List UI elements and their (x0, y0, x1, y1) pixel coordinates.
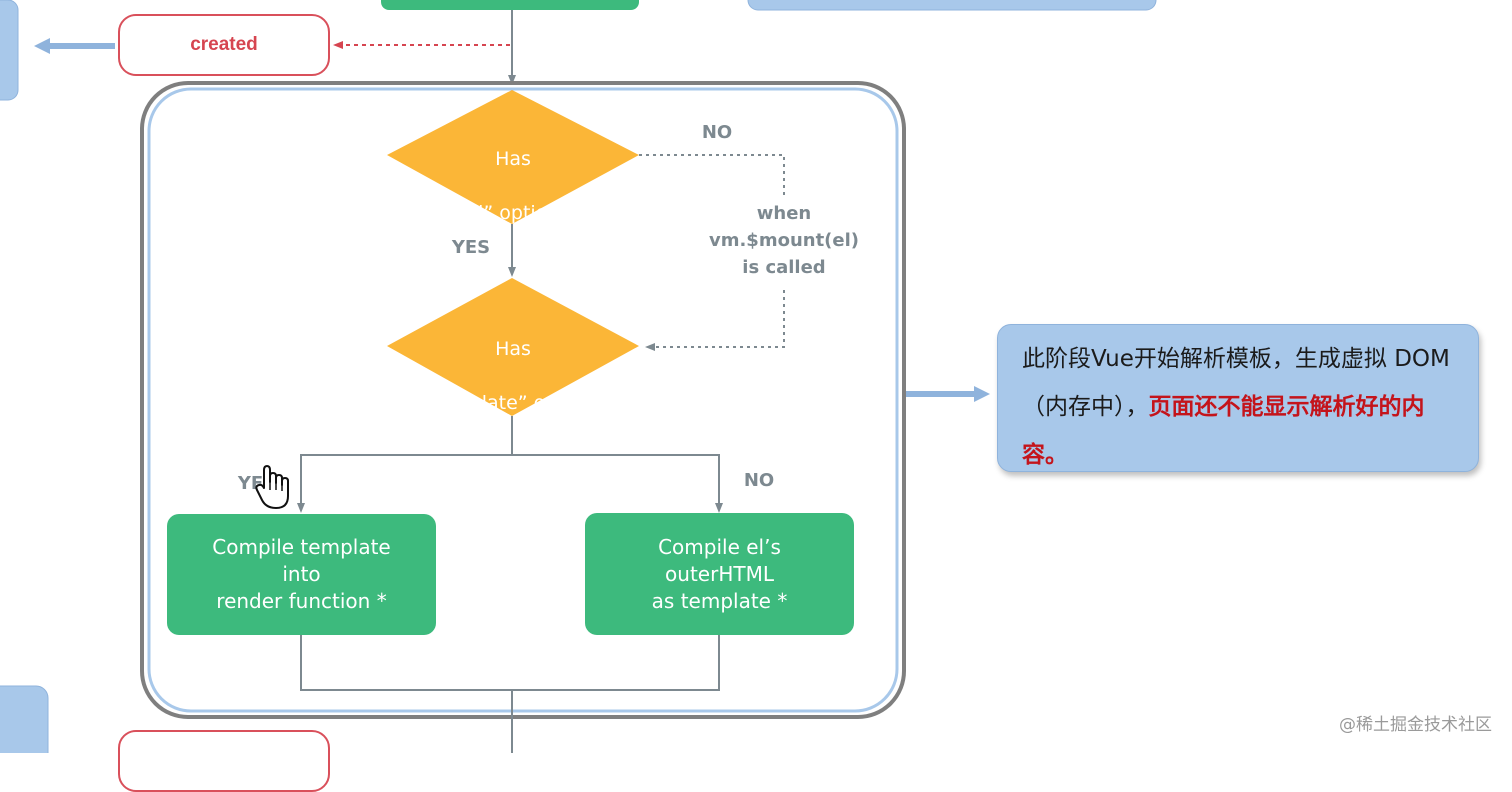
bottom-hook-pill (118, 730, 330, 792)
no-dotted-path-lower (645, 290, 785, 351)
top-blue-note (747, 0, 1157, 11)
template-option-text: Has “template” option? (392, 309, 634, 444)
template-option-line1: Has (495, 338, 531, 360)
compile-outerhtml-box: Compile el’s outerHTML as template * (585, 513, 854, 635)
split-connector-right (512, 454, 723, 513)
note-normal-text: 此阶段Vue开始解析模板，生成虚拟 DOM（内存中）， (1022, 346, 1450, 420)
el-option-line2: “el” option? (456, 202, 570, 224)
el-option-text: Has “el” option? (412, 119, 614, 254)
created-side-arrow (34, 38, 115, 54)
merge-connector (300, 635, 720, 691)
created-label: created (190, 34, 258, 55)
note-arrow (906, 386, 990, 402)
mount-stage-note: 此阶段Vue开始解析模板，生成虚拟 DOM（内存中），页面还不能显示解析好的内容… (997, 324, 1479, 472)
note-highlight-text: 页面还不能显示解析好的内容。 (1022, 394, 1425, 468)
left-panel-top (0, 0, 19, 101)
el-option-diamond (387, 90, 639, 224)
compile-outerhtml-text: Compile el’s outerHTML as template * (651, 534, 788, 613)
compile-template-box: Compile template into render function * (167, 514, 436, 635)
no-label-top: NO (701, 122, 733, 143)
left-panel-bottom (0, 685, 49, 753)
hand-cursor-icon (255, 465, 289, 509)
when-mount-called-label: when vm.$mount(el) is called (708, 203, 860, 278)
watermark: @稀土掘金技术社区 (1339, 715, 1492, 735)
template-option-diamond (387, 278, 639, 416)
no-label-bottom: NO (743, 470, 775, 491)
created-hook-pill: created (118, 14, 330, 76)
compile-template-text: Compile template into render function * (212, 535, 391, 613)
split-connector (297, 416, 513, 513)
yes-label-top: YES (451, 237, 491, 258)
template-option-line2: “template” option? (422, 392, 604, 414)
el-option-line1: Has (495, 148, 531, 170)
top-green-box (381, 0, 639, 10)
